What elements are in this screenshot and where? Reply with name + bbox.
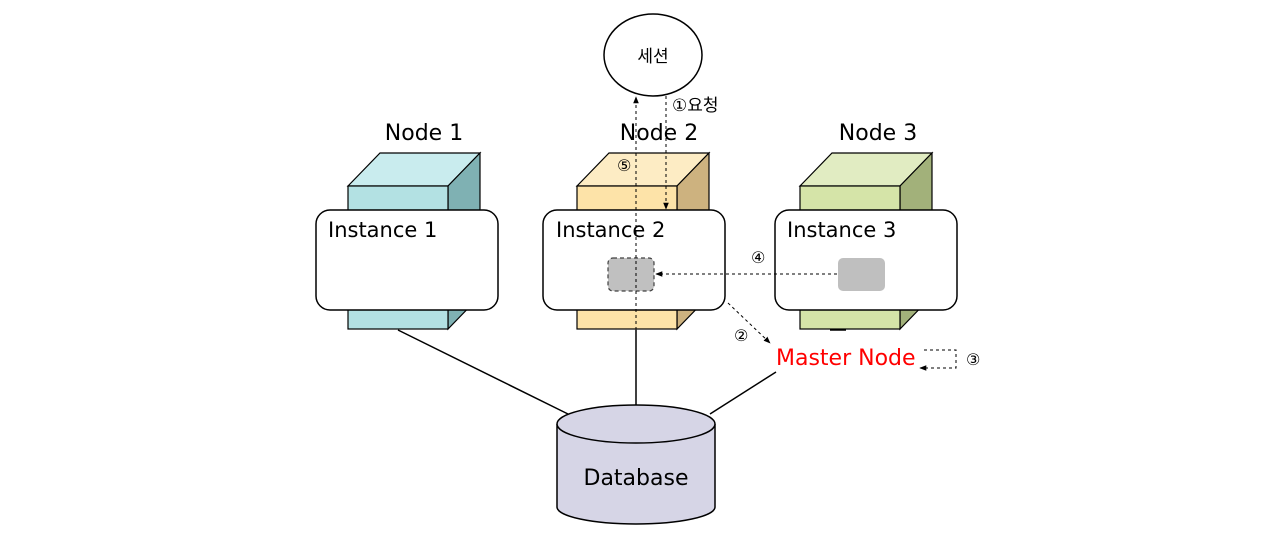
- session-source-block: [838, 258, 885, 291]
- step-3-label: ③: [966, 350, 980, 369]
- instance-3-label: Instance 3: [787, 218, 896, 242]
- step-1-label: ①요청: [672, 96, 719, 116]
- node-1-label: Node 1: [385, 121, 463, 146]
- master-node-label: Master Node: [776, 346, 916, 371]
- instance-1-label: Instance 1: [328, 218, 437, 242]
- step-3-loop: [919, 349, 957, 371]
- step-2-label: ②: [734, 326, 748, 345]
- instance-2-label: Instance 2: [556, 218, 665, 242]
- db-link-node3: [709, 371, 777, 415]
- session-label: 세션: [637, 47, 668, 67]
- step-2-arrow: [727, 302, 771, 344]
- node-2-label: Node 2: [620, 121, 698, 146]
- database-cylinder: [556, 404, 716, 525]
- instance-1-box: [315, 209, 499, 311]
- step-4-label: ④: [751, 248, 765, 267]
- step-5-label: ⑤: [617, 156, 631, 175]
- session-copy-block: [607, 257, 655, 292]
- database-label: Database: [584, 466, 689, 491]
- session-circle: [603, 13, 703, 97]
- node-3-label: Node 3: [839, 121, 917, 146]
- db-link-node1: [397, 329, 569, 415]
